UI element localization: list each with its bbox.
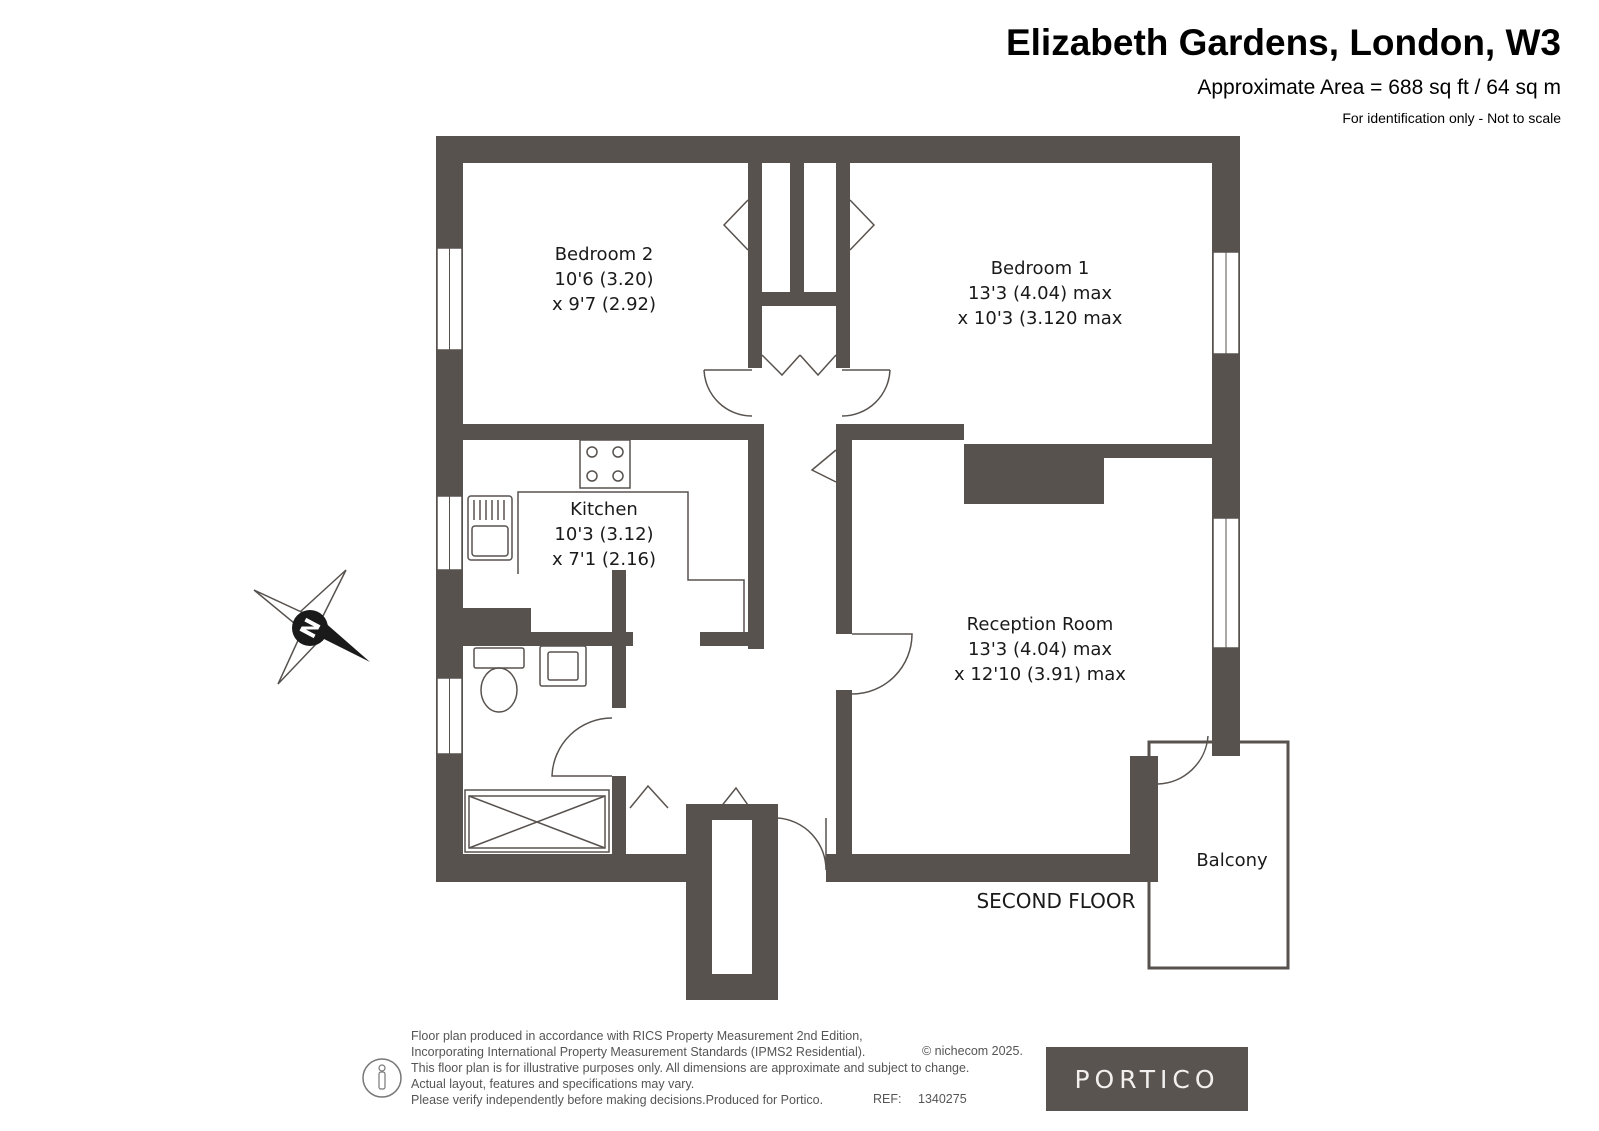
- disclaimer-line: Please verify independently before makin…: [411, 1093, 824, 1107]
- riser-inner: [712, 820, 752, 974]
- window-lines: [449, 248, 1227, 754]
- wall-bed1-closet: [836, 163, 850, 368]
- door-wardrobe-right: [849, 199, 876, 251]
- wall-bottom-left: [436, 854, 686, 882]
- plan-title: Elizabeth Gardens, London, W3: [1005, 22, 1561, 63]
- wall-bath-right-lower: [612, 776, 626, 854]
- wall-kitchen-bath: [463, 632, 633, 646]
- doors: [551, 199, 1209, 871]
- disclaimer-line: Actual layout, features and specificatio…: [411, 1077, 695, 1091]
- disclaimer-line: Floor plan produced in accordance with R…: [411, 1029, 863, 1043]
- bedroom1-dim2: x 10'3 (3.120 max: [958, 308, 1123, 329]
- door-swing-bathroom: [551, 717, 613, 777]
- reception-dim2: x 12'10 (3.91) max: [954, 664, 1126, 685]
- door-swing-bedroom1: [841, 369, 891, 417]
- floor-label: SECOND FLOOR: [976, 889, 1135, 913]
- hob-icon: [579, 439, 631, 489]
- balcony-outline: [1147, 740, 1290, 970]
- toilet-cistern: [473, 647, 525, 669]
- kitchen-name: Kitchen: [570, 499, 638, 520]
- wall-cupboard: [686, 804, 700, 854]
- kitchen-dim1: 10'3 (3.12): [554, 524, 653, 545]
- column-block: [964, 444, 1104, 504]
- door-wardrobe-left: [722, 199, 749, 251]
- wall-closet-divider: [790, 163, 804, 293]
- reception-name: Reception Room: [967, 614, 1114, 635]
- ref-number: 1340275: [918, 1092, 967, 1106]
- wall-bed2-kitchen: [463, 424, 763, 440]
- room-labels: Bedroom 2 10'6 (3.20) x 9'7 (2.92) Bedro…: [552, 244, 1268, 871]
- person-icon: [362, 1058, 402, 1098]
- reception-dim1: 13'3 (4.04) max: [968, 639, 1112, 660]
- disclaimer-line: Incorporating International Property Mea…: [411, 1045, 866, 1059]
- door-cupboard-hall: [810, 449, 837, 483]
- walls: [436, 136, 1240, 1000]
- wall-closet-mid: [762, 292, 836, 306]
- portico-logo: PORTICO: [1046, 1047, 1248, 1111]
- kitchen-fittings: [464, 439, 1290, 970]
- wall-reception-lower: [836, 690, 852, 854]
- wall-reception-top: [1104, 444, 1212, 458]
- wall-bed1-bottom: [836, 424, 964, 440]
- wall-top: [436, 136, 1240, 163]
- wall-bed2-closet: [748, 163, 762, 368]
- sink-icon: [467, 495, 513, 561]
- door-cupboard-riser: [719, 786, 751, 809]
- bedroom2-dim1: 10'6 (3.20): [554, 269, 653, 290]
- basin-icon: [539, 645, 587, 687]
- wall-right: [1212, 136, 1240, 756]
- approximate-area: Approximate Area = 688 sq ft / 64 sq m: [1197, 76, 1561, 99]
- wall-kitchen-bath-block: [463, 608, 531, 636]
- identification-note: For identification only - Not to scale: [1342, 110, 1561, 126]
- wall-kitchen-hall: [748, 424, 764, 649]
- toilet-icon: [480, 667, 518, 713]
- wall-kitchen-stub: [700, 632, 764, 646]
- kitchen-dim2: x 7'1 (2.16): [552, 549, 656, 570]
- door-swing-reception: [851, 633, 913, 695]
- door-cupboard-bath: [629, 784, 669, 809]
- copyright: © nichecom 2025.: [922, 1044, 1023, 1058]
- bedroom2-dim2: x 9'7 (2.92): [552, 294, 656, 315]
- bedroom1-name: Bedroom 1: [991, 258, 1090, 279]
- door-swing-balcony: [1157, 735, 1209, 785]
- wall-bottom-right: [826, 854, 1130, 882]
- worktop-outline: [517, 491, 745, 632]
- door-swing-bedroom2: [703, 369, 753, 417]
- compass-icon: N: [253, 569, 370, 685]
- bedroom2-name: Bedroom 2: [555, 244, 654, 265]
- balcony-name: Balcony: [1196, 850, 1268, 871]
- door-swing-entrance: [777, 817, 827, 871]
- disclaimer: Floor plan produced in accordance with R…: [411, 1028, 969, 1108]
- bath-icon: [464, 789, 610, 853]
- wall-bath-right: [612, 570, 626, 708]
- bedroom1-dim1: 13'3 (4.04) max: [968, 283, 1112, 304]
- door-closet-double: [761, 354, 801, 377]
- disclaimer-line: This floor plan is for illustrative purp…: [411, 1061, 970, 1075]
- ref-label: REF:: [873, 1092, 902, 1106]
- wall-balcony-stub: [1130, 756, 1158, 882]
- wall-hall-reception: [836, 424, 852, 634]
